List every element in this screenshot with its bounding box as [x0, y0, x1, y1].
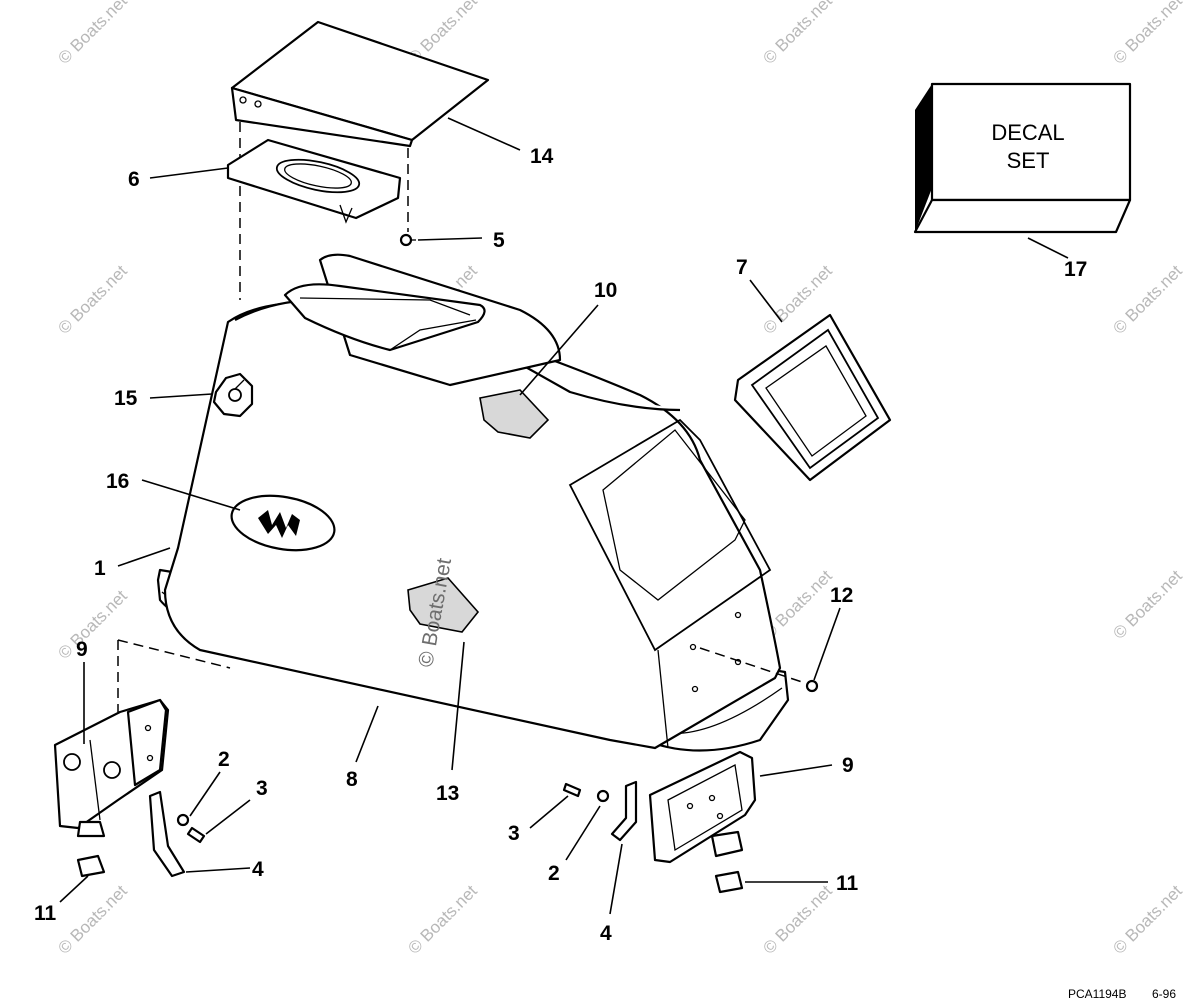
callout-1: 1	[94, 557, 106, 580]
callout-8: 8	[346, 768, 358, 791]
callout-14: 14	[530, 145, 554, 168]
watermark: © Boats.net	[54, 881, 131, 958]
washer-left-part-2	[176, 813, 190, 827]
callout-4-right: 4	[600, 922, 612, 945]
mount-right-part-11	[714, 870, 744, 894]
washer-right-part-2	[596, 789, 610, 803]
watermark: © Boats.net	[54, 586, 131, 663]
watermark: © Boats.net	[54, 261, 131, 338]
callout-6: 6	[128, 168, 140, 191]
engine-cover-part-1	[156, 253, 806, 752]
callout-17: 17	[1064, 258, 1087, 281]
emblem-part-16	[230, 494, 336, 552]
watermark: © Boats.net	[404, 881, 481, 958]
callout-9-right: 9	[842, 754, 854, 777]
mount-left-part-11	[76, 854, 106, 878]
screw-right-part-3	[562, 782, 582, 798]
callout-4-left: 4	[252, 858, 264, 881]
callout-3-left: 3	[256, 777, 268, 800]
seal-part-6	[226, 138, 402, 224]
cover-top-part-14	[230, 20, 490, 300]
foam-pad-part-13	[407, 577, 480, 633]
watermark: © Boats.net	[1109, 566, 1186, 643]
decal-line1: DECAL	[991, 120, 1064, 145]
leader-lines	[59, 117, 1069, 915]
callout-5: 5	[493, 229, 505, 252]
decal-set-part-17: DECAL SET	[913, 82, 1132, 234]
callout-2-right: 2	[548, 862, 560, 885]
callout-11-left: 11	[34, 902, 57, 925]
watermark: © Boats.net	[759, 881, 836, 958]
callout-labels: 14 6 5 7 10 15 16 1 12 9 8 13 9 17 2 3 4…	[34, 145, 1087, 945]
watermark: © Boats.net	[1109, 261, 1186, 338]
callout-12: 12	[830, 584, 853, 607]
watermark: © Boats.net	[1109, 881, 1186, 958]
plug-part-12	[805, 679, 819, 693]
callout-3-right: 3	[508, 822, 520, 845]
foam-pad-part-10	[479, 389, 550, 439]
decal-line2: SET	[1007, 148, 1050, 173]
watermark: © Boats.net	[759, 0, 836, 68]
screw-part-5	[399, 233, 416, 247]
watermark: © Boats.net	[1109, 0, 1186, 68]
revision-date: 6-96	[1152, 987, 1176, 1001]
bracket-right-part-9	[648, 750, 757, 864]
bracket-small-right-part-4	[610, 780, 638, 842]
knob-part-15	[212, 372, 254, 418]
callout-2-left: 2	[218, 748, 230, 771]
callout-13: 13	[436, 782, 459, 805]
callout-15: 15	[114, 387, 138, 410]
part-code: PCA1194B	[1068, 987, 1126, 1001]
window-part-7	[733, 313, 892, 482]
callout-9-left: 9	[76, 638, 88, 661]
screw-left-part-3	[186, 826, 206, 844]
callout-16: 16	[106, 470, 129, 493]
callout-7: 7	[736, 256, 748, 279]
callout-10: 10	[594, 279, 617, 302]
bracket-left-part-9	[53, 639, 231, 838]
bracket-small-left-part-4	[148, 790, 186, 878]
callout-11-right: 11	[836, 872, 859, 895]
watermark: © Boats.net	[54, 0, 131, 68]
